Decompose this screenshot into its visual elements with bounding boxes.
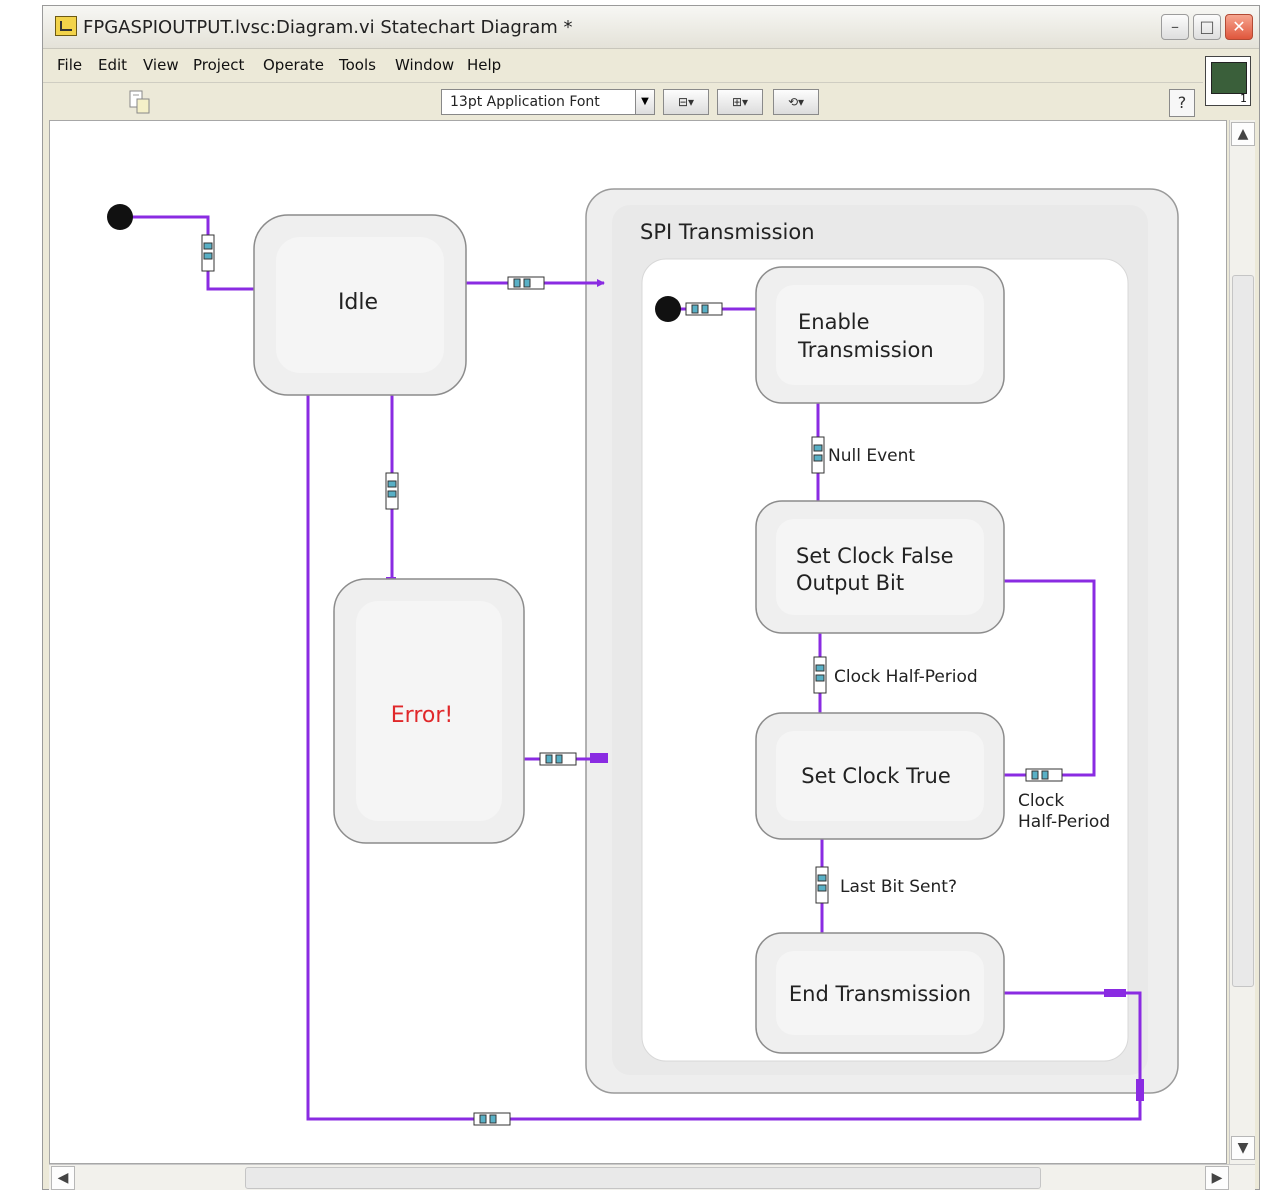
title-bar[interactable]: FPGASPIOUTPUT.lvsc:Diagram.vi Statechart… — [43, 6, 1259, 49]
vi-icon-number: 1 — [1240, 92, 1247, 105]
state-idle-label: Idle — [338, 290, 378, 315]
diagram-canvas[interactable]: SPI Transmission — [49, 120, 1227, 1164]
state-enable-label-line1: Enable — [798, 310, 870, 334]
horizontal-scrollbar[interactable]: ◀ ▶ — [49, 1164, 1255, 1190]
state-set-clock-true[interactable] — [755, 712, 1005, 840]
transition-label-last-bit: Last Bit Sent? — [840, 877, 957, 897]
window-title: FPGASPIOUTPUT.lvsc:Diagram.vi Statechart… — [83, 17, 573, 38]
transition-node[interactable] — [201, 234, 215, 272]
statechart-diagram[interactable]: SPI Transmission — [50, 121, 1228, 1165]
vertical-scrollbar[interactable]: ▲ ▼ — [1229, 120, 1255, 1164]
stub — [590, 753, 608, 763]
state-end-transmission[interactable] — [755, 932, 1005, 1054]
transition-node[interactable] — [685, 302, 723, 316]
state-idle[interactable] — [253, 214, 467, 396]
stub — [1104, 989, 1126, 997]
font-select[interactable]: 13pt Application Font — [441, 89, 653, 115]
state-settrue-label: Set Clock True — [801, 764, 951, 788]
transition-node[interactable] — [1025, 768, 1063, 782]
scroll-up-icon[interactable]: ▲ — [1231, 122, 1255, 146]
scroll-right-icon[interactable]: ▶ — [1205, 1166, 1229, 1190]
close-button[interactable]: ✕ — [1225, 14, 1253, 40]
reorder-button[interactable]: ⟲▾ — [773, 89, 819, 115]
state-set-clock-false[interactable] — [755, 500, 1005, 634]
menu-project[interactable]: Project — [193, 56, 245, 74]
state-enable-transmission[interactable] — [755, 266, 1005, 404]
transition-node[interactable] — [539, 752, 577, 766]
distribute-objects-button[interactable]: ⊞▾ — [717, 89, 763, 115]
transition-label-clock-line1: Clock — [1018, 791, 1064, 811]
align-objects-button[interactable]: ⊟▾ — [663, 89, 709, 115]
menu-bar: File Edit View Project Operate Tools Win… — [43, 50, 1203, 80]
menu-operate[interactable]: Operate — [263, 56, 325, 74]
font-select-arrow-icon[interactable]: ▼ — [635, 89, 655, 115]
edit-text-icon[interactable] — [127, 89, 153, 115]
wire-end-to-idle — [304, 386, 1142, 1121]
transition-label-null-event: Null Event — [828, 446, 915, 466]
vertical-scroll-thumb[interactable] — [1232, 275, 1254, 987]
transition-node[interactable] — [473, 1112, 511, 1126]
superstate-title: SPI Transmission — [640, 220, 815, 244]
wire-initial-to-idle — [126, 215, 267, 293]
context-help-button[interactable]: ? — [1169, 89, 1195, 117]
transition-label-clock-half-period: Clock Half-Period — [834, 667, 978, 687]
initial-state-dot[interactable] — [107, 204, 133, 230]
state-setfalse-label-line2: Output Bit — [796, 571, 904, 595]
state-error[interactable] — [333, 578, 525, 844]
menu-help[interactable]: Help — [467, 56, 502, 74]
scroll-left-icon[interactable]: ◀ — [51, 1166, 75, 1190]
transition-node[interactable] — [811, 436, 825, 474]
transition-wires — [126, 215, 1142, 1121]
toolbar: 13pt Application Font ▼ ⊟▾ ⊞▾ ⟲▾ ? — [43, 82, 1203, 123]
menu-tools[interactable]: Tools — [339, 56, 376, 74]
state-error-label: Error! — [391, 703, 453, 728]
vi-icon-graphic — [1211, 62, 1247, 94]
menu-edit[interactable]: Edit — [98, 56, 128, 74]
transition-node[interactable] — [813, 656, 827, 694]
state-enable-label-line2: Transmission — [797, 338, 934, 362]
menu-window[interactable]: Window — [395, 56, 455, 74]
state-end-label: End Transmission — [789, 982, 971, 1006]
scroll-down-icon[interactable]: ▼ — [1231, 1136, 1255, 1160]
transition-node[interactable] — [385, 472, 399, 510]
labview-app-icon — [55, 16, 77, 36]
transition-label-clock-line2: Half-Period — [1018, 812, 1110, 832]
transition-node[interactable] — [507, 276, 545, 290]
horizontal-scroll-thumb[interactable] — [245, 1167, 1041, 1189]
transition-node[interactable] — [815, 866, 829, 904]
menu-view[interactable]: View — [143, 56, 179, 74]
statechart-window: FPGASPIOUTPUT.lvsc:Diagram.vi Statechart… — [42, 5, 1260, 1190]
minimize-button[interactable]: – — [1161, 14, 1189, 40]
vi-icon[interactable]: 1 — [1205, 56, 1251, 106]
stub — [1136, 1079, 1144, 1101]
state-setfalse-label-line1: Set Clock False — [796, 544, 954, 568]
maximize-button[interactable]: □ — [1193, 14, 1221, 40]
inner-initial-state-dot[interactable] — [655, 296, 681, 322]
menu-file[interactable]: File — [57, 56, 83, 74]
superstate-spi-transmission[interactable] — [585, 188, 1179, 1094]
transition-nodes[interactable] — [201, 234, 1063, 1126]
